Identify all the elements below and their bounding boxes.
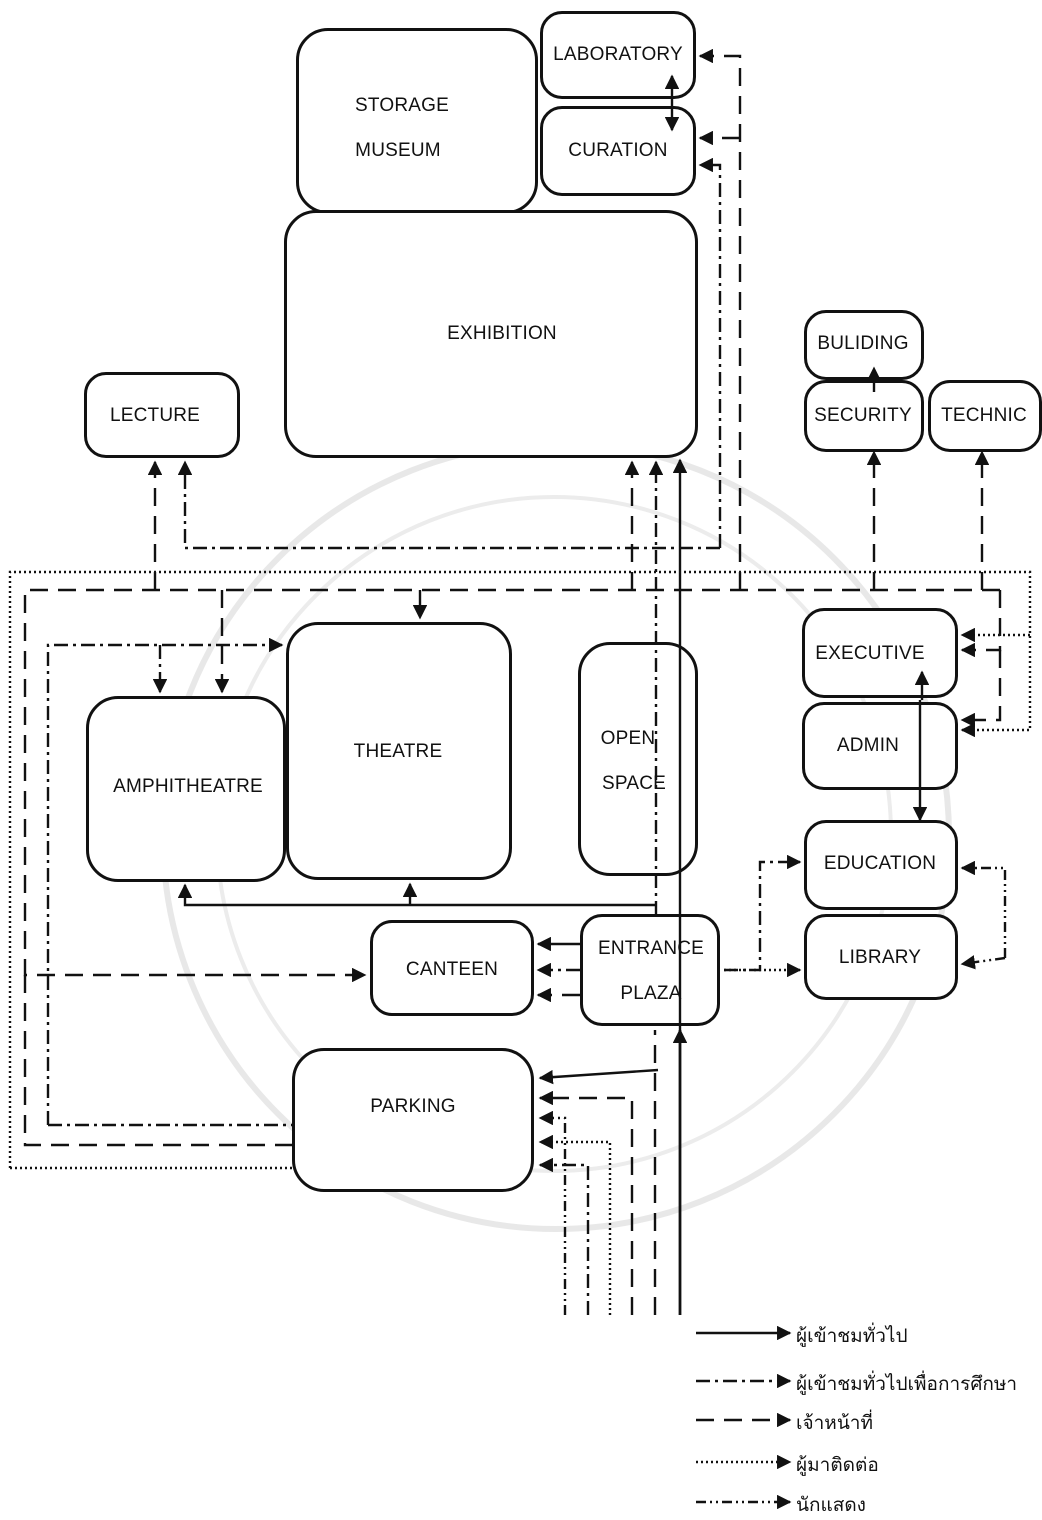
open-space-box bbox=[578, 642, 698, 876]
executive-box bbox=[802, 608, 958, 698]
lecture-label: LECTURE bbox=[109, 405, 201, 426]
flow-general-amph bbox=[177, 883, 655, 907]
space-label: SPACE bbox=[601, 773, 667, 794]
flow-staff-admin bbox=[960, 650, 1002, 728]
legend-label-general: ผู้เข้าชมทั่วไป bbox=[796, 1325, 908, 1347]
technic-box bbox=[928, 380, 1042, 452]
flow-general-parking bbox=[538, 1068, 659, 1085]
flow-study-education bbox=[724, 854, 802, 972]
plaza-label: PLAZA bbox=[620, 983, 682, 1004]
flow-performer-parking bbox=[538, 1110, 567, 1315]
entrance-label: ENTRANCE bbox=[597, 938, 705, 959]
exhibition-label: EXHIBITION bbox=[447, 323, 557, 344]
flow-study-amph bbox=[46, 637, 284, 1125]
museum-label: MUSEUM bbox=[355, 140, 441, 161]
flow-contact-parking-in bbox=[538, 1134, 612, 1315]
flow-performer-lib bbox=[960, 955, 1006, 970]
legend-label-staff: เจ้าหน้าที่ bbox=[796, 1412, 874, 1434]
legend-label-contact: ผู้มาติดต่อ bbox=[796, 1454, 879, 1476]
exhibition-box bbox=[284, 210, 698, 458]
flow-study-parking-in bbox=[538, 1157, 590, 1315]
education-label: EDUCATION bbox=[823, 853, 937, 874]
flow-staff-parking bbox=[23, 975, 292, 1147]
theatre-label: THEATRE bbox=[353, 741, 443, 762]
laboratory-label: LABORATORY bbox=[553, 44, 683, 65]
flow-staff-exec bbox=[960, 590, 1002, 658]
building-box bbox=[804, 310, 924, 380]
admin-box bbox=[802, 702, 958, 790]
executive-label: EXECUTIVE bbox=[815, 643, 925, 664]
parking-box bbox=[292, 1048, 534, 1192]
lecture-box bbox=[84, 372, 240, 458]
storage-label: STORAGE bbox=[355, 95, 449, 116]
security-label: SECURITY bbox=[814, 405, 912, 426]
amphitheatre-label: AMPHITHEATRE bbox=[113, 776, 263, 797]
canteen-label: CANTEEN bbox=[405, 959, 499, 980]
parking-label: PARKING bbox=[370, 1096, 456, 1117]
library-label: LIBRARY bbox=[838, 947, 922, 968]
flow-staff-loop bbox=[23, 588, 1000, 983]
education-box bbox=[804, 820, 958, 910]
legend-label-performer: นักแสดง bbox=[796, 1494, 866, 1516]
flow-study-lecture bbox=[177, 460, 720, 550]
library-box bbox=[804, 914, 958, 1000]
technic-label: TECHNIC bbox=[941, 405, 1027, 426]
canteen-box bbox=[370, 920, 534, 1016]
entrance-plaza-box bbox=[580, 914, 720, 1026]
amphitheatre-box bbox=[86, 696, 286, 882]
legend-label-study: ผู้เข้าชมทั่วไปเพื่อการศึกษา bbox=[796, 1373, 1018, 1395]
flow-performer-edu bbox=[960, 860, 1007, 958]
theatre-box bbox=[286, 622, 512, 880]
curation-label: CURATION bbox=[568, 140, 668, 161]
security-box bbox=[804, 380, 924, 452]
storage-museum-box bbox=[296, 28, 538, 214]
flow-study-curation bbox=[698, 157, 722, 548]
flow-staff-lab bbox=[698, 48, 742, 590]
flow-staff-parking-in bbox=[538, 1090, 634, 1315]
open-label: OPEN bbox=[600, 728, 656, 749]
building-label: BULIDING bbox=[817, 333, 909, 354]
admin-label: ADMIN bbox=[836, 735, 900, 756]
flow-contact-loop bbox=[8, 570, 1032, 1168]
